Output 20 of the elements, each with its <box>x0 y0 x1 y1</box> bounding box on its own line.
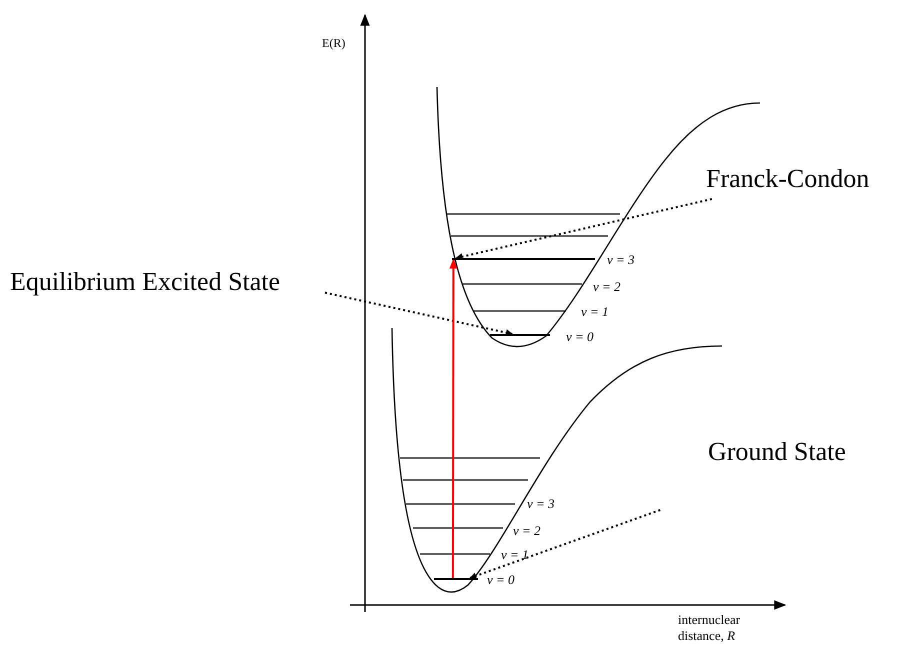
axis-label: E(R) <box>322 35 346 52</box>
callout-text: Franck-Condon <box>706 163 870 194</box>
energy-level-line <box>452 258 595 260</box>
vibrational-level-label: ν = 3 <box>607 251 635 269</box>
vibrational-level-label: ν = 3 <box>527 495 555 513</box>
leader-line <box>469 509 661 580</box>
vibrational-level-label: ν = 0 <box>487 571 515 589</box>
leader-line <box>324 292 513 336</box>
vibrational-level-label: ν = 0 <box>566 328 594 346</box>
energy-level-line <box>434 578 478 580</box>
vibrational-level-label: ν = 2 <box>513 522 541 540</box>
axis-label: internuclear distance, R <box>678 612 742 644</box>
leader-line <box>456 198 712 260</box>
vibrational-level-label: ν = 1 <box>581 303 609 321</box>
vibrational-level-label: ν = 1 <box>501 546 529 564</box>
vibrational-level-label: ν = 2 <box>593 278 621 296</box>
energy-level-line <box>490 334 550 336</box>
callout-text: Ground State <box>708 436 847 467</box>
transition-arrow <box>449 258 458 578</box>
callout-text: Equilibrium Excited State <box>10 266 282 297</box>
